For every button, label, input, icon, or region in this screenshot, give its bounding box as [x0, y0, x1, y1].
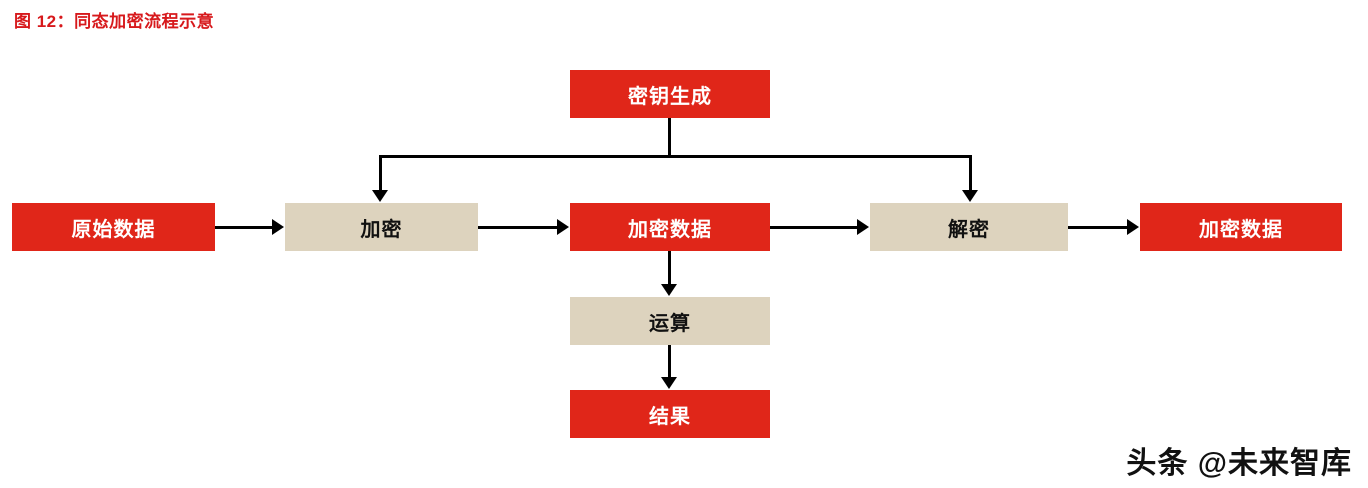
connector-encdata-to-compute [668, 251, 671, 286]
node-result: 结果 [570, 390, 770, 438]
connector-rail-to-encrypt [379, 155, 382, 191]
figure-title: 图 12：同态加密流程示意 [14, 12, 215, 31]
connector-encdata-to-decrypt [770, 226, 859, 229]
node-encrypted-data-right: 加密数据 [1140, 203, 1342, 251]
arrowhead-compute-to-result [661, 377, 677, 389]
node-key-generation: 密钥生成 [570, 70, 770, 118]
connector-compute-to-result [668, 345, 671, 379]
node-encrypted-data-center: 加密数据 [570, 203, 770, 251]
node-original-data: 原始数据 [12, 203, 215, 251]
arrowhead-to-encrypt [372, 190, 388, 202]
arrowhead-encdata-to-decrypt [857, 219, 869, 235]
watermark-text: 头条 @未来智库 [1126, 447, 1352, 480]
arrowhead-encdata-to-compute [661, 284, 677, 296]
connector-original-to-encrypt [215, 226, 274, 229]
arrowhead-original-to-encrypt [272, 219, 284, 235]
node-compute: 运算 [570, 297, 770, 345]
arrowhead-encrypt-to-encdata [557, 219, 569, 235]
connector-encrypt-to-encdata [478, 226, 559, 229]
connector-decrypt-to-output [1068, 226, 1129, 229]
node-encrypt: 加密 [285, 203, 478, 251]
connector-rail-to-decrypt [969, 155, 972, 191]
node-decrypt: 解密 [870, 203, 1068, 251]
connector-distribution-rail [379, 155, 972, 158]
connector-keygen-stem [668, 118, 671, 158]
arrowhead-decrypt-to-output [1127, 219, 1139, 235]
arrowhead-to-decrypt [962, 190, 978, 202]
